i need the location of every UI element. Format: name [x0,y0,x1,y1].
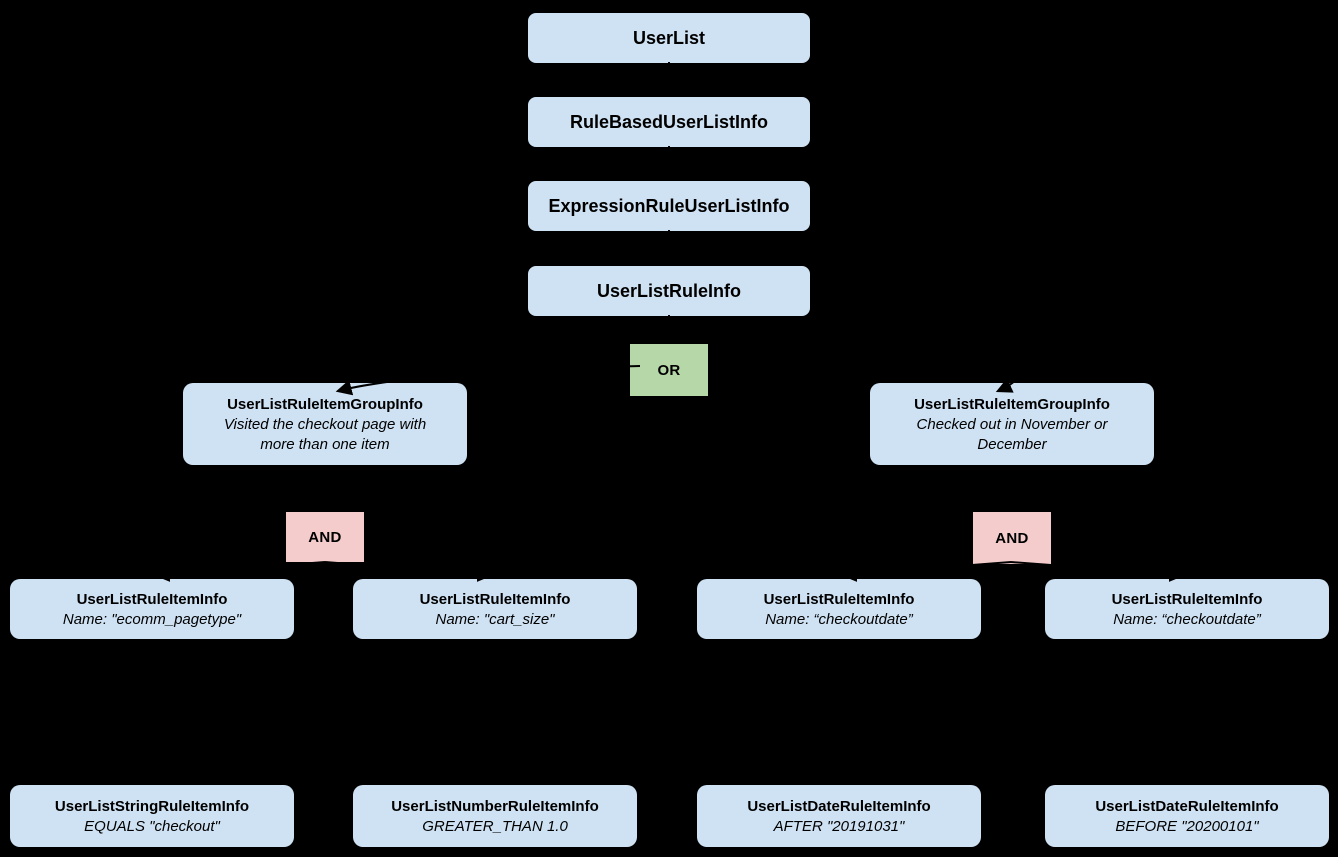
node-title: UserListNumberRuleItemInfo [391,797,599,815]
node-title: UserListRuleItemGroupInfo [914,395,1110,413]
node-date-rule-item-before: UserListDateRuleItemInfo BEFORE "2020010… [1045,785,1329,847]
node-description: AFTER "20191031" [773,817,905,835]
or-operator-label: OR [657,361,681,379]
node-date-rule-item-after: UserListDateRuleItemInfo AFTER "20191031… [697,785,981,847]
node-rule-item-2: UserListRuleItemInfo Name: "cart_size" [353,579,637,639]
node-title: UserListRuleItemInfo [763,590,915,608]
node-description: Name: “checkoutdate” [765,610,913,628]
and-operator-box-left: AND [286,512,364,562]
node-userlist: UserList [528,13,810,63]
node-rule-item-group-left: UserListRuleItemGroupInfo Visited the ch… [183,383,467,465]
node-label: UserList [632,28,706,48]
node-expression-rule-user-list-info: ExpressionRuleUserListInfo [528,181,810,231]
node-user-list-rule-info: UserListRuleInfo [528,266,810,316]
node-rule-item-group-right: UserListRuleItemGroupInfo Checked out in… [870,383,1154,465]
node-rule-item-4: UserListRuleItemInfo Name: “checkoutdate… [1045,579,1329,639]
node-rule-item-3: UserListRuleItemInfo Name: “checkoutdate… [697,579,981,639]
and-operator-label: AND [308,528,342,546]
node-description: Name: "ecomm_pagetype" [62,610,242,628]
node-description: EQUALS "checkout" [84,817,220,835]
node-title: UserListRuleItemInfo [1111,590,1263,608]
node-description: Name: “checkoutdate” [1113,610,1261,628]
node-description: GREATER_THAN 1.0 [422,817,568,835]
node-label: RuleBasedUserListInfo [569,112,769,132]
node-description: BEFORE "20200101" [1115,817,1259,835]
node-description: Visited the checkout page with more than… [223,415,427,453]
node-title: UserListStringRuleItemInfo [54,797,250,815]
node-title: UserListRuleItemInfo [76,590,228,608]
node-description: Checked out in November or December [916,415,1108,453]
node-title: UserListRuleItemInfo [419,590,571,608]
and-operator-label: AND [995,529,1029,547]
node-title: UserListDateRuleItemInfo [747,797,931,815]
and-operator-box-right: AND [973,512,1051,564]
node-string-rule-item: UserListStringRuleItemInfo EQUALS "check… [10,785,294,847]
node-description: Name: "cart_size" [435,610,555,628]
node-rule-based-user-list-info: RuleBasedUserListInfo [528,97,810,147]
node-number-rule-item: UserListNumberRuleItemInfo GREATER_THAN … [353,785,637,847]
node-title: UserListDateRuleItemInfo [1095,797,1279,815]
node-label: ExpressionRuleUserListInfo [548,196,790,216]
node-rule-item-1: UserListRuleItemInfo Name: "ecomm_pagety… [10,579,294,639]
node-title: UserListRuleItemGroupInfo [227,395,423,413]
node-label: UserListRuleInfo [596,281,742,301]
or-operator-box: OR [630,344,708,396]
